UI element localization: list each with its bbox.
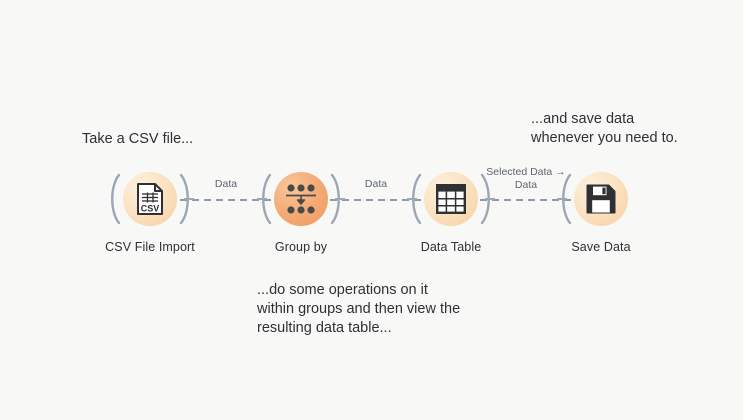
link-label-groupby-to-datatable[interactable]: Data [364, 178, 388, 190]
floppy-disk-icon [586, 184, 616, 214]
link-label-datatable-to-savedata[interactable]: Selected Data → Data [486, 166, 566, 191]
node-save-data[interactable]: Save Data [541, 172, 661, 254]
node-data-table[interactable]: Data Table [391, 172, 511, 254]
annotation-save: ...and save data whenever you need to. [531, 111, 678, 146]
node-disc-data-table[interactable] [407, 172, 495, 226]
svg-text:CSV: CSV [141, 204, 160, 214]
group-by-icon [286, 184, 316, 214]
link-label-csv-to-groupby[interactable]: Data [214, 178, 238, 190]
node-disc-save-data[interactable] [557, 172, 628, 226]
node-label-csv-file-import: CSV File Import [105, 240, 195, 254]
input-port-icon [257, 173, 272, 225]
annotation-middle: ...do some operations on it within group… [257, 282, 461, 336]
table-grid-icon [436, 184, 466, 214]
node-label-save-data: Save Data [571, 240, 631, 254]
csv-document-icon: CSV [137, 183, 163, 215]
node-disc-csv-file-import[interactable]: CSV [111, 172, 194, 226]
node-disc-group-by[interactable] [257, 172, 345, 226]
node-label-data-table: Data Table [420, 240, 482, 254]
node-group-by[interactable]: Group by [241, 172, 361, 254]
input-port-icon [407, 173, 422, 225]
input-port-icon [111, 173, 121, 225]
output-port-icon [330, 173, 345, 225]
node-label-group-by: Group by [274, 240, 328, 254]
annotation-intro: Take a CSV file... [82, 131, 194, 147]
node-csv-file-import[interactable]: CSV CSV File Import [90, 172, 210, 254]
output-port-icon [179, 173, 194, 225]
